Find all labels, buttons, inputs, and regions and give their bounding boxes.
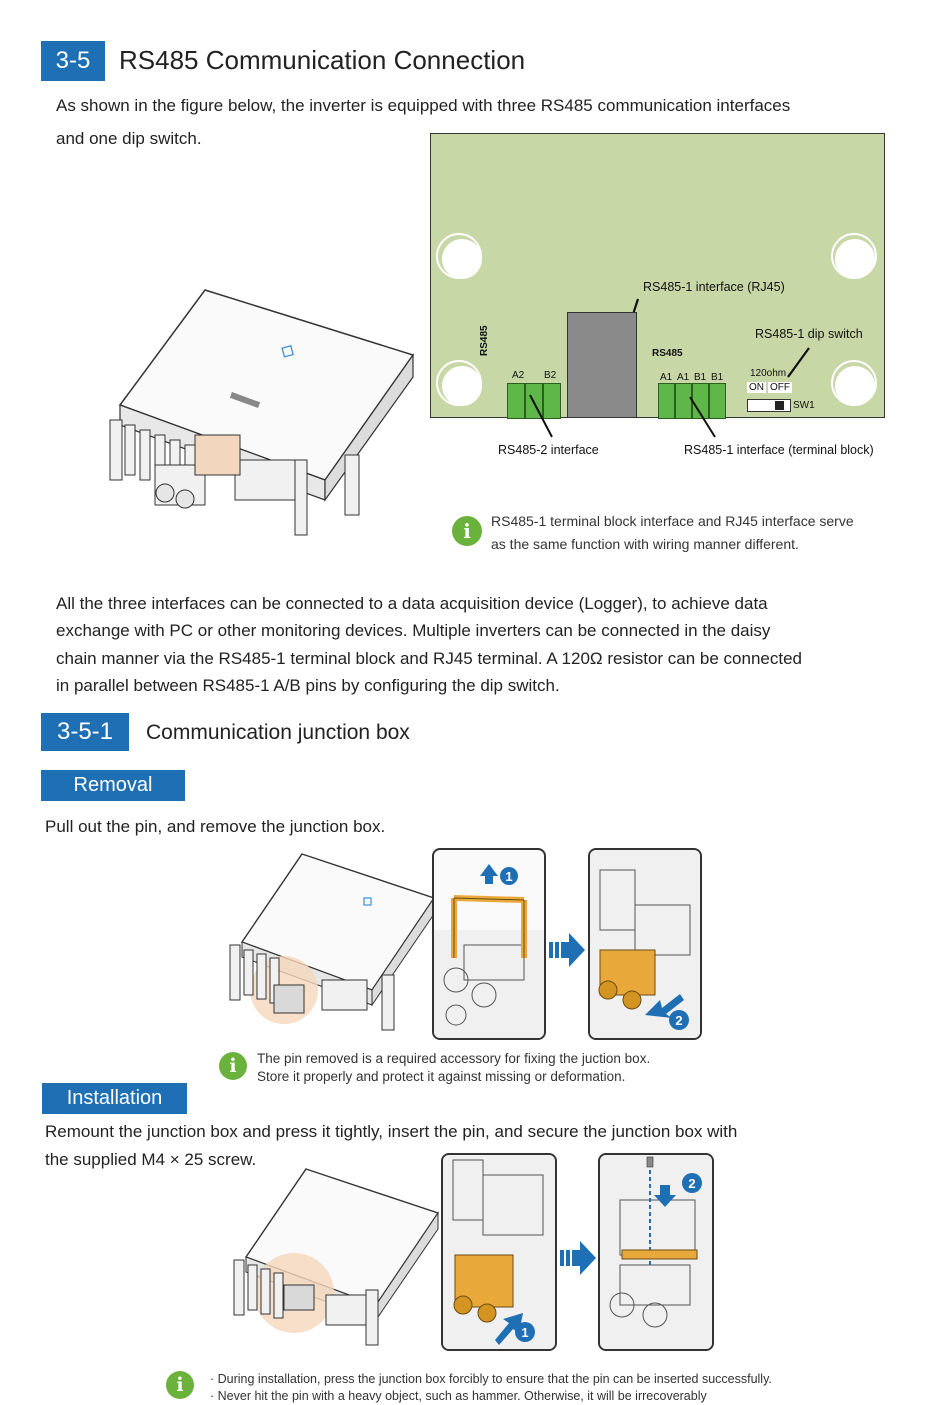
pin-label: A1	[660, 372, 672, 383]
body-line-1: All the three interfaces can be connecte…	[56, 590, 768, 618]
step-1-badge: 1	[515, 1322, 535, 1342]
body-line-2: exchange with PC or other monitoring dev…	[56, 617, 770, 645]
ohm-label: 120ohm	[750, 368, 786, 379]
installation-heading: Installation	[42, 1083, 187, 1114]
pin-label: B1	[711, 372, 723, 383]
inverter-removal-illustration	[222, 850, 437, 1045]
inverter-installation-illustration	[226, 1165, 441, 1355]
arrow-right-icon	[560, 1241, 596, 1275]
installation-text-2: the supplied M4 × 25 screw.	[45, 1146, 256, 1174]
step-2-badge: 2	[669, 1010, 689, 1030]
installation-note-line-1: · During installation, press the junctio…	[210, 1370, 772, 1388]
info-icon: i	[219, 1052, 247, 1080]
pin-label: B1	[694, 372, 706, 383]
rs485-1-terminal-label: RS485-1 interface (terminal block)	[684, 443, 874, 457]
step-1-badge: 1	[500, 867, 518, 885]
body-line-3: chain manner via the RS485-1 terminal bl…	[56, 645, 802, 673]
removal-heading: Removal	[41, 770, 185, 801]
section-number: 3-5	[41, 41, 105, 81]
rs485-vertical-label: RS485	[479, 325, 490, 356]
dip-switch	[747, 399, 791, 412]
rj45-label: RS485-1 interface (RJ45)	[643, 280, 785, 294]
removal-text: Pull out the pin, and remove the junctio…	[45, 813, 385, 841]
installation-step-2-panel: 2	[598, 1153, 714, 1351]
rs485-small-label: RS485	[652, 348, 683, 359]
on-label: ON	[747, 382, 766, 393]
pin-label: A1	[677, 372, 689, 383]
section-title: RS485 Communication Connection	[119, 45, 525, 76]
sw1-label: SW1	[793, 400, 815, 411]
note-1-line-2: as the same function with wiring manner …	[491, 535, 799, 553]
removal-step-2-panel: 2	[588, 848, 702, 1040]
rs485-2-label: RS485-2 interface	[498, 443, 599, 457]
subsection-title: Communication junction box	[146, 721, 410, 745]
pin-label: A2	[512, 370, 524, 381]
pin-label: B2	[544, 370, 556, 381]
info-icon: i	[166, 1371, 194, 1399]
intro-line-1: As shown in the figure below, the invert…	[56, 92, 790, 120]
arrow-right-icon	[549, 933, 585, 967]
inverter-illustration	[95, 285, 425, 550]
step-2-badge: 2	[682, 1173, 702, 1193]
info-icon: i	[452, 516, 482, 546]
installation-note-line-2: · Never hit the pin with a heavy object,…	[210, 1387, 707, 1405]
installation-step-1-panel: 1	[441, 1153, 557, 1351]
dip-switch-on-off: ON OFF	[747, 382, 792, 393]
intro-line-2: and one dip switch.	[56, 125, 202, 153]
subsection-number: 3-5-1	[41, 713, 129, 751]
removal-note-line-1: The pin removed is a required accessory …	[257, 1050, 650, 1068]
off-label: OFF	[768, 382, 792, 393]
body-line-4: in parallel between RS485-1 A/B pins by …	[56, 672, 560, 700]
removal-note-line-2: Store it properly and protect it against…	[257, 1068, 625, 1086]
dip-switch-label: RS485-1 dip switch	[755, 327, 863, 341]
circuit-board: RS485-1 interface (RJ45) RS485-1 dip swi…	[430, 133, 885, 418]
installation-text-1: Remount the junction box and press it ti…	[45, 1118, 737, 1146]
arrow-up-icon	[480, 864, 498, 876]
removal-step-1-panel: 1	[432, 848, 546, 1040]
note-1-line-1: RS485-1 terminal block interface and RJ4…	[491, 512, 854, 530]
